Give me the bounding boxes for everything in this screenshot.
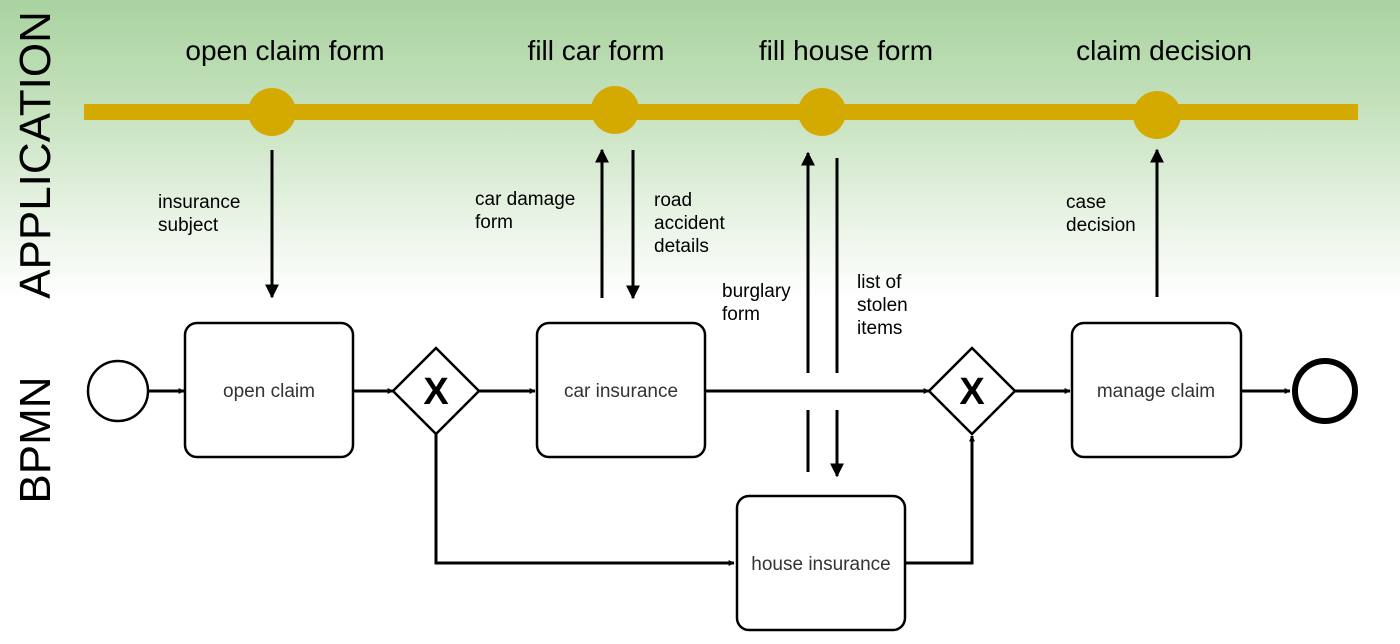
milestone-dot-open-claim-form[interactable]	[248, 88, 296, 136]
gateway-x-symbol: X	[423, 371, 449, 413]
application-timeline	[84, 104, 1358, 120]
task-label-car-insurance: car insurance	[564, 381, 678, 402]
flow-label-burglary-form: burglary form	[722, 281, 796, 325]
flow-label-road-accident-details: road accident details	[654, 190, 730, 257]
exclusive-gateway-split[interactable]: X	[391, 346, 481, 436]
flow-label-list-of-stolen-items: list of stolen items	[857, 272, 913, 339]
start-event[interactable]	[86, 359, 150, 423]
flow-label-insurance-subject: insurance subject	[158, 192, 246, 236]
milestone-dot-fill-house-form[interactable]	[798, 88, 846, 136]
gateway-x-symbol: X	[959, 371, 985, 413]
milestone-label-claim-decision: claim decision	[1076, 35, 1252, 66]
flow-label-car-damage-form: car damage form	[475, 189, 581, 233]
task-manage-claim[interactable]: manage claim	[1070, 321, 1243, 459]
lane-label-application: APPLICATION	[11, 11, 60, 299]
task-open-claim[interactable]: open claim	[183, 321, 355, 459]
milestone-dot-fill-car-form[interactable]	[591, 86, 639, 134]
task-label-house-insurance: house insurance	[751, 554, 890, 575]
task-car-insurance[interactable]: car insurance	[535, 321, 707, 459]
application-lane-background	[0, 0, 1400, 300]
exclusive-gateway-join[interactable]: X	[927, 346, 1017, 436]
sequence-flow-house-insurance-to-join	[905, 435, 975, 565]
task-label-manage-claim: manage claim	[1097, 381, 1215, 402]
milestone-label-fill-house-form: fill house form	[759, 35, 933, 66]
sequence-flow-gateway-to-house-insurance	[434, 432, 735, 566]
milestone-dot-claim-decision[interactable]	[1133, 91, 1181, 139]
lane-label-bpmn: BPMN	[11, 376, 60, 503]
end-event[interactable]	[1292, 358, 1358, 424]
milestone-label-fill-car-form: fill car form	[528, 35, 665, 66]
task-label-open-claim: open claim	[223, 381, 315, 402]
flow-label-case-decision: case decision	[1066, 192, 1136, 236]
milestone-label-open-claim-form: open claim form	[185, 35, 384, 66]
task-house-insurance[interactable]: house insurance	[735, 494, 907, 632]
